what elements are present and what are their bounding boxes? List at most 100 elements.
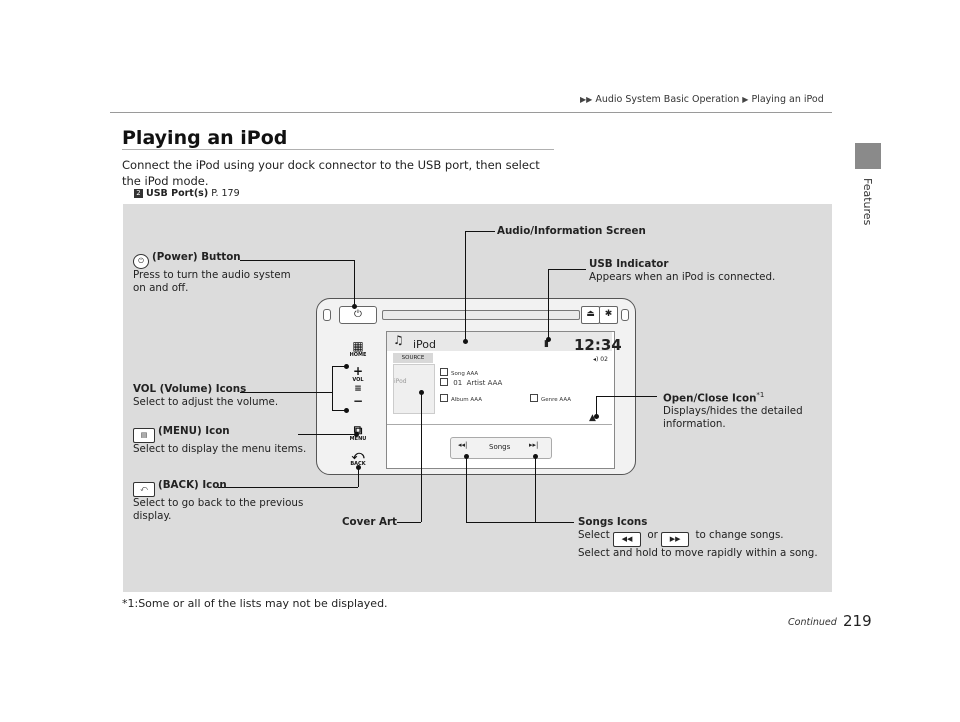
back-callout: ⤺(BACK) Icon Select to go back to the pr…: [133, 479, 304, 522]
back-button[interactable]: ⤺BACK: [345, 449, 371, 467]
leader-line: [465, 231, 466, 341]
songs-control: [450, 437, 552, 459]
power-button[interactable]: ⏻: [339, 306, 377, 324]
volume-buttons[interactable]: + VOL ≡ −: [345, 365, 371, 407]
usb-indicator-callout: USB Indicator Appears when an iPod is co…: [589, 258, 776, 283]
leader-line: [548, 269, 549, 339]
title-divider: [122, 149, 554, 150]
songs-callout: Songs Icons Select ◀◀ or ▶▶ to change so…: [578, 516, 818, 559]
xref-page: P. 179: [211, 188, 240, 199]
artist-row: 01 Artist AAA: [440, 378, 502, 387]
mount-screw-icon: [323, 309, 331, 321]
volume-indicator: ◂) 02: [593, 356, 608, 363]
menu-callout: ▤(MENU) Icon Select to display the menu …: [133, 425, 307, 455]
power-icon: ⏻: [354, 309, 362, 320]
source-tab[interactable]: SOURCE: [393, 353, 433, 363]
next-track-icon: ▶▶: [661, 532, 690, 547]
album-row: Album AAA: [440, 394, 482, 403]
leader-dot: [351, 303, 357, 309]
leader-dot: [353, 431, 359, 437]
back-icon: ⤺: [133, 482, 155, 497]
leader-line: [397, 522, 421, 523]
song-row: Song AAA: [440, 368, 478, 377]
header-divider: [110, 112, 832, 113]
leader-dot: [418, 389, 424, 395]
artist-icon: [440, 378, 448, 386]
leader-line: [535, 456, 536, 522]
cover-art: [393, 364, 435, 414]
footnote: *1:Some or all of the lists may not be d…: [122, 597, 388, 610]
eject-button[interactable]: ⏏: [581, 306, 600, 324]
menu-icon: ⧉: [353, 423, 363, 437]
open-close-icon[interactable]: ▲: [589, 413, 596, 423]
breadcrumb: ▶▶ Audio System Basic Operation ▶ Playin…: [580, 94, 824, 105]
leader-line: [332, 410, 346, 411]
audio-screen-callout: Audio/Information Screen: [497, 225, 646, 237]
leader-line: [358, 467, 359, 487]
usb-icon: ▮: [544, 339, 549, 349]
leader-line: [332, 366, 346, 367]
leader-line: [466, 456, 467, 522]
music-note-icon: ♫: [393, 333, 404, 347]
volume-callout: VOL (Volume) Icons Select to adjust the …: [133, 383, 279, 408]
breadcrumb-page[interactable]: Playing an iPod: [751, 94, 824, 105]
song-icon: [440, 368, 448, 376]
screen-status-bar: [387, 332, 612, 351]
leader-line: [596, 396, 657, 397]
chapter-tab-marker[interactable]: [855, 143, 881, 169]
prev-track-icon: ◀◀: [613, 532, 642, 547]
continued-label: Continued: [788, 617, 837, 628]
leader-line: [354, 260, 355, 306]
leader-dot: [355, 464, 361, 470]
leader-dot: [343, 363, 349, 369]
leader-dot: [532, 453, 538, 459]
disc-slot: [382, 310, 580, 320]
intro-text: Connect the iPod using your dock connect…: [122, 158, 540, 188]
leader-dot: [463, 453, 469, 459]
leader-line: [596, 396, 597, 416]
xref-label: USB Port(s): [146, 188, 209, 199]
leader-dot: [593, 413, 599, 419]
eject-icon: ⏏: [586, 309, 595, 319]
volume-down-icon[interactable]: −: [352, 394, 364, 408]
leader-line: [298, 434, 356, 435]
home-icon: ▦: [352, 339, 364, 353]
vol-label: VOL: [352, 377, 364, 383]
leader-line: [421, 392, 422, 522]
power-icon: ⏻: [133, 254, 149, 269]
source-title: iPod: [413, 338, 437, 351]
chapter-tab-label: Features: [861, 178, 874, 226]
breadcrumb-section[interactable]: Audio System Basic Operation: [595, 94, 740, 105]
next-track-icon[interactable]: ▸▸|: [529, 441, 539, 449]
songs-label: Songs: [489, 443, 511, 451]
cover-art-callout: Cover Art: [342, 516, 397, 528]
volume-up-icon[interactable]: +: [352, 364, 364, 378]
power-callout: ⏻(Power) Button Press to turn the audio …: [133, 251, 291, 294]
breadcrumb-arrow: ▶▶: [580, 95, 593, 104]
leader-line: [466, 522, 574, 523]
leader-line: [218, 487, 358, 488]
leader-dot: [343, 407, 349, 413]
leader-line: [240, 260, 354, 261]
leader-dot: [545, 336, 551, 342]
screen-divider: [387, 424, 612, 425]
prev-track-icon[interactable]: ◂◂|: [458, 441, 468, 449]
brightness-icon: ✱: [604, 309, 613, 319]
menu-icon: ▤: [133, 428, 155, 443]
reference-icon: 2: [134, 189, 143, 198]
breadcrumb-arrow: ▶: [742, 95, 749, 104]
volume-bars-icon: ≡: [354, 384, 362, 394]
leader-line: [548, 269, 586, 270]
leader-line: [332, 366, 333, 410]
album-icon: [440, 394, 448, 402]
home-button[interactable]: ▦HOME: [345, 340, 371, 358]
clock: 12:34: [574, 336, 622, 354]
leader-line: [465, 231, 495, 232]
open-panel-button[interactable]: ✱: [599, 306, 618, 324]
cover-art-text: iPod: [394, 378, 407, 385]
mount-screw-icon: [621, 309, 629, 321]
leader-dot: [462, 338, 468, 344]
genre-row: Genre AAA: [530, 394, 571, 403]
menu-button[interactable]: ⧉MENU: [345, 424, 371, 442]
